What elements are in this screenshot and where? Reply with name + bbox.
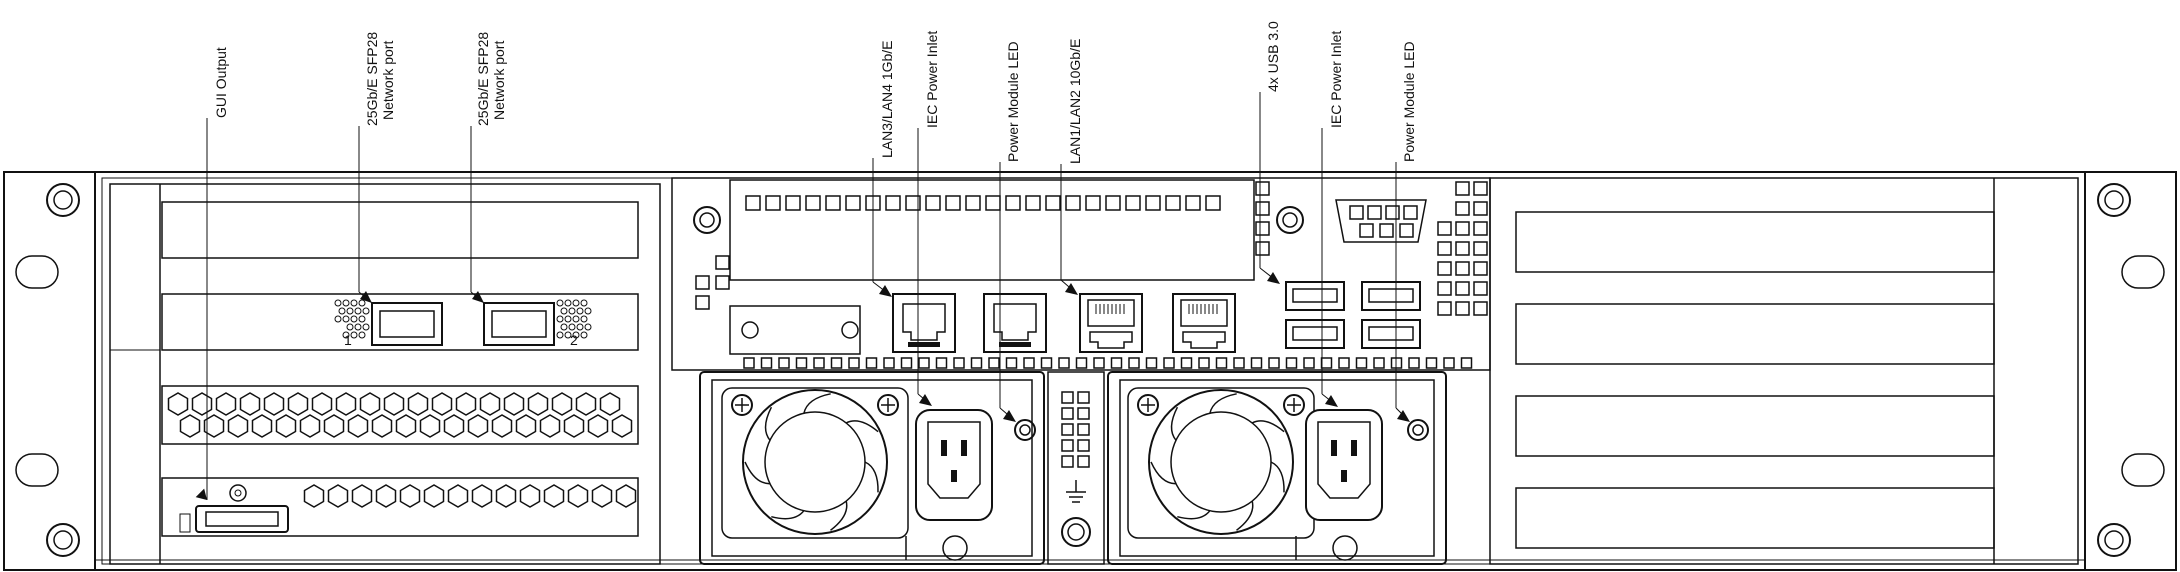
left-pcie-riser	[109, 183, 661, 565]
sfp28-port-1[interactable]	[371, 302, 443, 346]
pcie-slot-3-vented	[161, 385, 639, 445]
serial-port[interactable]	[729, 305, 861, 355]
io-side-vents	[695, 181, 1270, 310]
usb-port-1[interactable]	[1285, 281, 1345, 311]
callout-iec-inlet-2: IEC Power Inlet	[1328, 31, 1344, 128]
gui-output-port[interactable]	[195, 505, 289, 533]
perforated-strip	[743, 357, 1473, 369]
callout-sfp28-1-line2: Network port	[380, 41, 396, 120]
callout-sfp28-2-line2: Network port	[491, 41, 507, 120]
pcie-slot-1-blank	[161, 201, 639, 259]
port-number-1: 1	[344, 332, 352, 348]
psu-1	[699, 371, 1045, 565]
io-vent-slots	[745, 195, 1221, 211]
lan2-port[interactable]	[1172, 293, 1236, 353]
psu-2	[1107, 371, 1447, 565]
callout-sfp28-2-line1: 25Gb/E SFP28	[475, 32, 491, 126]
callout-usb: 4x USB 3.0	[1265, 21, 1281, 92]
power-module-led-1	[1014, 419, 1036, 441]
chassis	[3, 171, 2177, 571]
lan4-port[interactable]	[983, 293, 1047, 353]
lan1-port[interactable]	[1079, 293, 1143, 353]
callout-iec-inlet-1: IEC Power Inlet	[924, 31, 940, 128]
callout-lan3-lan4: LAN3/LAN4 1Gb/E	[879, 40, 895, 158]
sfp28-port-2[interactable]	[483, 302, 555, 346]
callouts: GUI Output 25Gb/E SFP28 Network port 25G…	[195, 21, 1417, 500]
right-pcie-riser	[1489, 177, 2079, 565]
callout-gui-output: GUI Output	[213, 47, 229, 118]
usb-ports	[1285, 281, 1421, 349]
lan3-port[interactable]	[892, 293, 956, 353]
nic-vent-holes	[334, 299, 592, 339]
usb-port-3[interactable]	[1285, 319, 1345, 349]
callout-power-led-2: Power Module LED	[1401, 41, 1417, 162]
right-rack-ear	[2097, 183, 2165, 557]
port-number-2: 2	[570, 332, 578, 348]
callout-sfp28-1-line1: 25Gb/E SFP28	[364, 32, 380, 126]
usb-port-4[interactable]	[1361, 319, 1421, 349]
left-rack-ear	[15, 183, 80, 557]
power-module-led-2	[1407, 419, 1429, 441]
ground-icon	[1066, 480, 1086, 503]
gpu-card	[161, 477, 639, 537]
callout-lan1-lan2: LAN1/LAN2 10Gb/E	[1067, 39, 1083, 164]
usb-port-2[interactable]	[1361, 281, 1421, 311]
psu-center-module	[1047, 371, 1105, 565]
sfp28-nic-card: 1 2	[161, 293, 639, 351]
callout-power-led-1: Power Module LED	[1005, 41, 1021, 162]
io-section	[671, 177, 1491, 371]
